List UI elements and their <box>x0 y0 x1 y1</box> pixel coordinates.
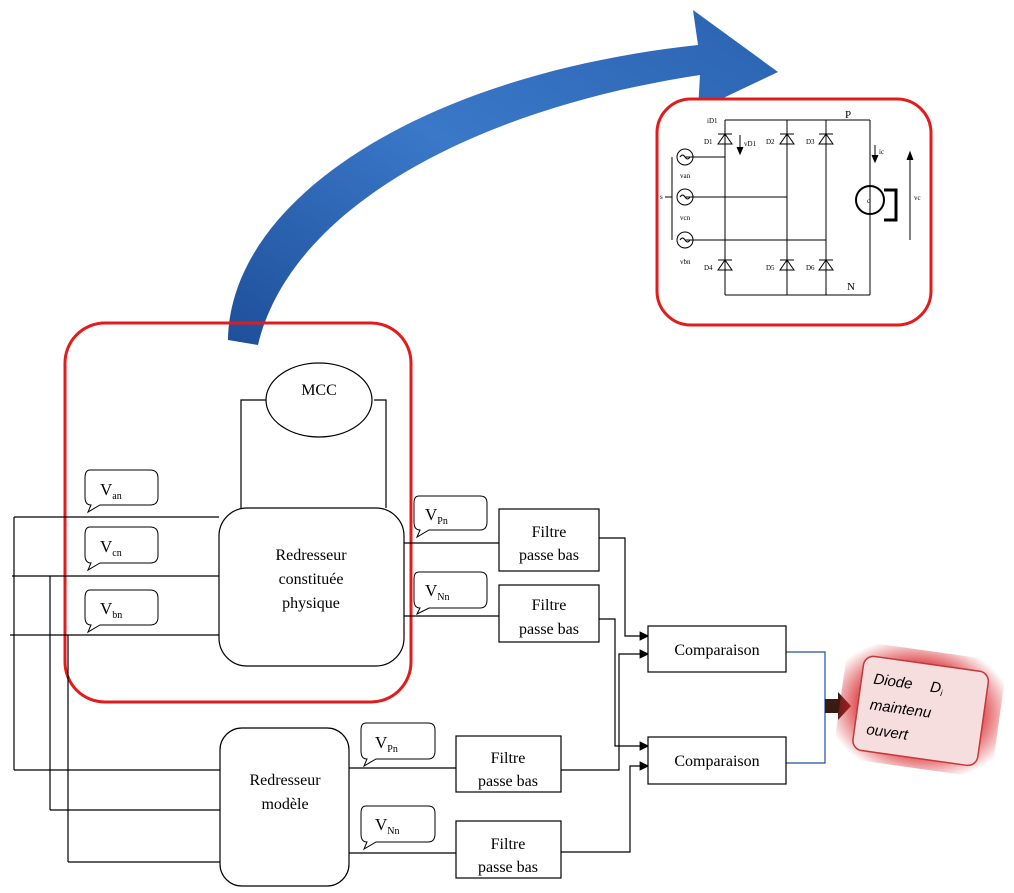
svg-text:VNn: VNn <box>375 815 400 837</box>
svg-text:Vbn: Vbn <box>100 599 122 621</box>
inset-label-d3: D3 <box>806 138 815 146</box>
svg-text:Vcn: Vcn <box>100 537 122 559</box>
filter-3-line2: passe bas <box>478 773 538 790</box>
rectifier-physical-line1: Redresseur <box>275 547 347 564</box>
filter-1-line2: passe bas <box>519 547 579 564</box>
svg-text:VPn: VPn <box>425 505 448 527</box>
inset-label-ic: ic <box>879 148 884 156</box>
filter-1-line1: Filtre <box>532 524 567 541</box>
inset-rectifier-schematic <box>665 119 914 296</box>
svg-text:VPn: VPn <box>375 733 398 755</box>
rectifier-model-line1: Redresseur <box>249 772 321 789</box>
physical-system-frame <box>63 321 413 704</box>
svg-text:Van: Van <box>100 480 122 502</box>
callout-vnn-top-sub: Nn <box>437 592 449 603</box>
diode-d3-icon <box>818 133 834 145</box>
inset-label-vc: vc <box>914 194 921 202</box>
diode-d4-icon <box>717 259 733 271</box>
filter-2-line2: passe bas <box>519 621 579 638</box>
source-vbn-icon <box>676 231 694 249</box>
inset-label-vbn: vbn <box>680 258 691 266</box>
filter-block-1: Filtre passe bas <box>498 508 600 572</box>
comparison-block-2: Comparaison <box>647 736 787 785</box>
wiring <box>10 399 650 863</box>
callout-vcn-main: V <box>100 537 113 556</box>
result-note-d: D <box>929 679 942 697</box>
rectifier-physical-block <box>218 507 405 667</box>
filter-2-line1: Filtre <box>532 597 567 614</box>
curved-arrow-icon <box>228 10 778 345</box>
result-note-i: i <box>940 688 944 698</box>
inset-node-p: P <box>845 109 851 121</box>
rectifier-physical-line2: constituée <box>279 571 344 588</box>
source-van-icon <box>676 148 694 166</box>
callout-vbn: Vbn <box>84 589 159 634</box>
callout-van-main: V <box>100 480 113 499</box>
result-note-line3: ouvert <box>865 721 909 744</box>
mcc-label: MCC <box>301 382 337 399</box>
callout-vpn-bottom: VPn <box>360 722 436 768</box>
inset-label-d6: D6 <box>806 264 815 272</box>
filter-block-3: Filtre passe bas <box>455 735 562 793</box>
source-vcn-icon <box>676 188 694 206</box>
inset-label-d2: D2 <box>766 138 775 146</box>
inset-label-d1: D1 <box>704 138 713 146</box>
comparison-block-1: Comparaison <box>647 625 787 673</box>
filter-4-line1: Filtre <box>491 836 526 853</box>
callout-vpn-bottom-sub: Pn <box>387 744 398 755</box>
dc-motor-icon <box>855 185 885 215</box>
callout-vpn-bottom-main: V <box>375 733 388 752</box>
filter-block-4: Filtre passe bas <box>455 820 562 879</box>
callout-vpn-top-sub: Pn <box>437 516 448 527</box>
inset-label-s: s <box>660 193 663 201</box>
callout-vbn-sub: bn <box>112 610 122 621</box>
inset-label-d4: D4 <box>704 264 713 272</box>
comparison-2-label: Comparaison <box>674 753 759 770</box>
result-note-line1: Diode <box>872 671 913 693</box>
inset-label-d5: D5 <box>766 264 775 272</box>
diode-d5-icon <box>779 259 795 271</box>
inset-labels: D1 D2 D3 D4 D5 D6 van vcn vbn s iD1 vD1 … <box>660 109 921 293</box>
callout-vpn-top-main: V <box>425 505 438 524</box>
callout-vnn-top-main: V <box>425 581 438 600</box>
callout-vnn-bottom-sub: Nn <box>387 826 399 837</box>
blue-connectors <box>786 651 826 764</box>
callout-vnn-top: VNn <box>413 571 488 616</box>
callout-vcn: Vcn <box>84 526 159 572</box>
inset-frame <box>655 97 933 327</box>
filter-block-2: Filtre passe bas <box>498 584 600 643</box>
callout-van: Van <box>84 469 159 514</box>
rectifier-physical-line3: physique <box>282 595 340 612</box>
callout-vpn-top: VPn <box>413 495 488 539</box>
callout-vnn-bottom-main: V <box>375 815 388 834</box>
filter-4-line2: passe bas <box>478 859 538 876</box>
diode-d1-icon <box>717 133 733 145</box>
diode-d6-icon <box>818 259 834 271</box>
callout-vnn-bottom: VNn <box>360 805 436 851</box>
rectifier-model-line2: modèle <box>261 796 308 813</box>
inset-label-van: van <box>680 172 691 180</box>
inset-label-motor: c <box>867 197 870 205</box>
rectifier-model-block <box>219 727 350 887</box>
svg-text:VNn: VNn <box>425 581 450 603</box>
diode-d2-icon <box>779 133 795 145</box>
inset-label-vd1: vD1 <box>744 140 757 148</box>
inset-node-n: N <box>847 281 855 293</box>
inset-label-vcn: vcn <box>680 214 691 222</box>
inset-label-id1: iD1 <box>707 117 718 125</box>
comparison-1-label: Comparaison <box>674 642 759 659</box>
callout-vcn-sub: cn <box>112 548 121 559</box>
callout-van-sub: an <box>112 491 121 502</box>
mcc-motor <box>265 362 373 438</box>
filter-3-line1: Filtre <box>491 750 526 767</box>
callout-vbn-main: V <box>100 599 113 618</box>
